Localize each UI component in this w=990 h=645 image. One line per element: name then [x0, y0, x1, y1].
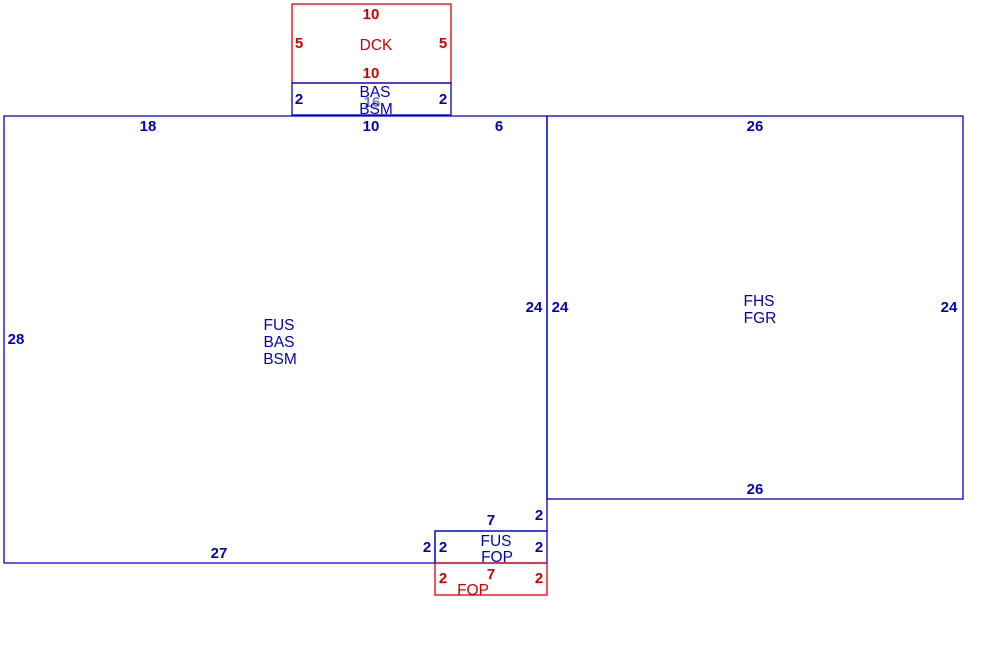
garage-label-line2: FGR	[744, 310, 777, 327]
main-label-line3: BSM	[263, 351, 297, 368]
garage-top-dimension: 26	[747, 118, 764, 135]
connector-right-dimension: 2	[439, 91, 447, 108]
porch-upper-top-dimension: 7	[487, 512, 495, 529]
porch-lower-right-dimension: 2	[535, 570, 543, 587]
main-top-mid-dimension: 10	[363, 118, 380, 135]
deck-bottom-dimension: 10	[363, 65, 380, 82]
deck-label: DCK	[360, 37, 393, 54]
connector-outline	[291, 82, 452, 116]
deck-top-dimension: 10	[363, 6, 380, 23]
connector-overlap-dimension: 16	[364, 94, 381, 111]
porch-lower-left-dimension: 2	[439, 570, 447, 587]
main-top-right-dimension: 6	[495, 118, 503, 135]
porch-lower-label: FOP	[457, 582, 489, 599]
main-bottom-step-dimension: 2	[535, 507, 543, 524]
garage-left-dimension: 24	[552, 299, 569, 316]
connector-label-line1: BAS	[359, 84, 390, 101]
porch-lower-top-dimension: 7	[487, 566, 495, 583]
deck-left-dimension: 5	[295, 35, 303, 52]
porch-upper-label-line2: FOP	[481, 549, 513, 566]
porch-upper-left-dimension: 2	[439, 539, 447, 556]
main-label-line2: BAS	[263, 334, 294, 351]
connector-label-line2: BSM	[359, 101, 393, 118]
porch-upper-label-line1: FUS	[481, 533, 512, 550]
deck-right-dimension: 5	[439, 35, 447, 52]
connector-left-dimension: 2	[295, 91, 303, 108]
main-label-line1: FUS	[264, 317, 295, 334]
garage-outline	[546, 115, 964, 500]
garage-right-dimension: 24	[941, 299, 958, 316]
main-notch-side-dimension: 2	[423, 539, 431, 556]
main-bottom-dimension: 27	[211, 545, 228, 562]
porch-lower-outline	[434, 562, 548, 596]
porch-upper-right-dimension: 2	[535, 539, 543, 556]
main-top-left-dimension: 18	[140, 118, 157, 135]
main-left-dimension: 28	[8, 331, 25, 348]
garage-label-line1: FHS	[744, 293, 775, 310]
main-right-dimension: 24	[526, 299, 543, 316]
garage-bottom-dimension: 26	[747, 481, 764, 498]
